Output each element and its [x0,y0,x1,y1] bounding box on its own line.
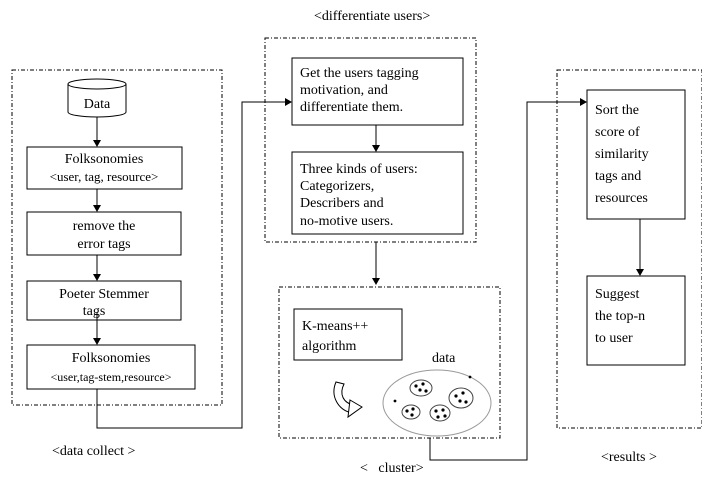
suggest-line-1: Suggest [595,287,639,302]
panel-data-collect [11,69,223,406]
user-kinds-line-3: Describers and [300,196,384,211]
arrow-data-to-folksonomies [93,117,101,147]
folksonomies-2-line-2: <user,tag-stem,resource> [50,370,171,384]
folksonomies-2-line-1: Folksonomies [72,351,151,366]
folksonomies-1-line-2: <user, tag, resource> [50,169,159,184]
arrow-remove-to-porter [93,255,101,281]
porter-stemmer-box: Poeter Stemmer tags [26,280,182,321]
arrow-collect-to-differentiate [96,98,292,429]
panel-title-differentiate-users: <differentiate users> [314,9,430,24]
arrow-sort-to-suggest [636,219,644,276]
suggest-line-2: the top-n [595,309,645,324]
sort-line-4: tags and [595,169,641,184]
suggest-line-3: to user [595,331,633,346]
arrow-porter-to-folksonomies [93,312,101,345]
arrow-differentiate-to-cluster [372,242,380,285]
data-cylinder: Data [67,78,127,118]
cluster-data-label: data [432,351,456,366]
sort-line-3: similarity [595,147,649,162]
user-kinds-line-1: Three kinds of users: [300,162,418,177]
arrow-cluster-to-results [429,98,587,461]
cycle-arrow-icon [333,381,363,419]
arrow-motivation-to-kinds [372,125,380,152]
user-kinds-line-2: Categorizers, [300,179,374,194]
panel-differentiate-users [264,37,477,243]
motivation-line-3: differentiate them. [300,100,403,115]
panel-title-cluster: < cluster> [360,461,424,476]
arrow-folksonomies-to-remove [93,189,101,212]
folksonomies-box-1: Folksonomies <user, tag, resource> [26,146,183,190]
porter-stemmer-line-2: tags [83,304,106,319]
remove-error-line-1: remove the [73,219,136,234]
motivation-line-1: Get the users tagging [300,66,419,81]
sort-line-5: resources [595,191,648,206]
sort-score-box: Sort the score of similarity tags and re… [586,89,686,220]
sort-line-1: Sort the [595,103,639,118]
folksonomies-box-2: Folksonomies <user,tag-stem,resource> [26,344,196,390]
panel-title-results: <results > [601,450,657,465]
data-clusters-icon [382,369,492,437]
user-kinds-line-4: no-motive users. [300,214,393,229]
remove-error-tags-box: remove the error tags [26,211,182,256]
sort-line-2: score of [595,125,640,140]
motivation-line-2: motivation, and [300,83,388,98]
kmeans-box: K-means++ algorithm [293,308,403,361]
kmeans-line-2: algorithm [302,339,357,354]
folksonomies-1-line-1: Folksonomies [65,152,144,167]
panel-results [556,69,702,429]
motivation-box: Get the users tagging motivation, and di… [291,57,464,126]
suggest-box: Suggest the top-n to user [586,275,686,366]
data-cylinder-label: Data [84,97,111,112]
kmeans-line-1: K-means++ [302,319,368,334]
user-kinds-box: Three kinds of users: Categorizers, Desc… [291,151,464,235]
remove-error-line-2: error tags [77,237,130,252]
panel-cluster [278,286,501,439]
panel-title-data-collect: <data collect > [52,444,136,459]
porter-stemmer-line-1: Poeter Stemmer [59,287,149,302]
